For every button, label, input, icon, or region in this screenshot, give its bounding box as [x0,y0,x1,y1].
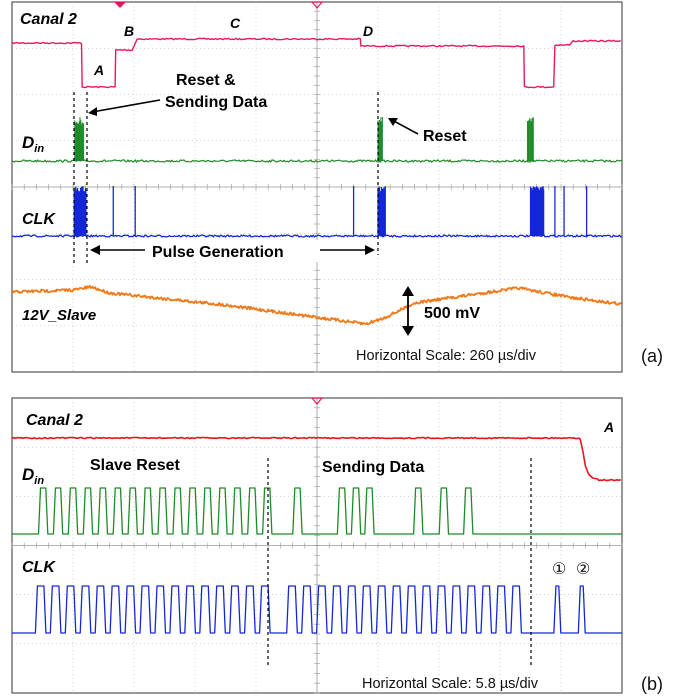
label-clk-b: CLK [22,559,56,576]
trace-clk-a [12,234,622,238]
trace-canal-2-a [12,37,622,89]
trigger-marker-2 [310,1,324,9]
phase-letter-a-b: A [603,419,614,435]
phase-letter-b: B [124,23,134,39]
label-clk-a: CLK [22,211,56,228]
trace-clk-b [12,585,622,634]
annotation-pulse-generation: Pulse Generation [152,244,284,261]
pulse-label-bg [148,240,320,262]
panel-tag-a: (a) [641,346,663,366]
arrowhead-pulse-right [365,245,375,255]
scale-label-a: Horizontal Scale: 260 µs/div [356,348,537,364]
annotation-reset-sending-2: Sending Data [165,94,267,111]
voltage-arrowhead-down [402,326,414,336]
arrowhead-reset-sending [88,107,97,116]
phase-letter-d: D [363,23,373,39]
annotation-sending-data: Sending Data [322,459,424,476]
arrow-reset-sending [91,99,161,113]
panel-b-traces [12,436,622,634]
phase-letter-a: A [93,62,104,78]
annotation-pulse-2: ② [576,561,590,578]
label-slave-a: 12V_Slave [22,307,96,324]
panel-a-traces [12,37,622,326]
annotation-voltage-span: 500 mV [424,305,480,322]
label-canal-a: Canal 2 [20,11,77,28]
arrow-reset [391,119,419,135]
label-din-a: Din [22,133,44,155]
trace-canal-2-b [12,436,622,482]
annotation-pulse-1: ① [552,561,566,578]
annotation-reset-sending-1: Reset & [176,72,236,89]
panel-a: Canal 2 Din CLK 12V_Slave A B C D Reset … [11,1,623,373]
trace-din-a [12,159,622,163]
label-din-b: Din [22,465,44,487]
arrowhead-pulse-left [90,245,100,255]
trace-din-b [12,487,622,535]
arrowhead-reset [388,118,398,126]
panel-a-grid [11,1,623,373]
label-canal-b: Canal 2 [26,412,83,429]
panel-tag-b: (b) [641,674,663,694]
trace-12v-slave-a [12,284,622,326]
voltage-arrowhead-up [402,286,414,296]
phase-letter-c: C [230,15,241,31]
panel-b: Canal 2 Din CLK A Slave Reset Sending Da… [11,397,623,694]
annotation-slave-reset: Slave Reset [90,457,181,474]
annotation-reset: Reset [423,128,467,145]
scale-label-b: Horizontal Scale: 5.8 µs/div [362,676,539,692]
trigger-marker [114,2,126,8]
trigger-marker-b [310,397,324,405]
